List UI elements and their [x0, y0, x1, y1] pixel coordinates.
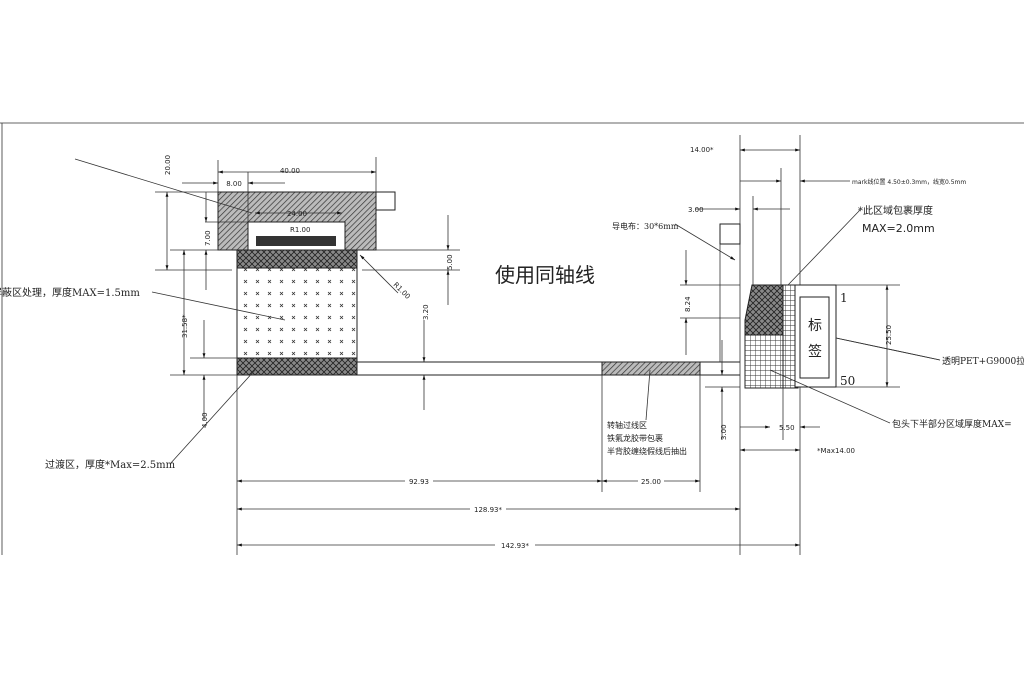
dim-128-93: 128.93* [474, 506, 502, 514]
cable-note-1: 转轴过线区 [607, 420, 647, 430]
pin-50: 50 [840, 374, 855, 388]
dim-7: 7.00 [204, 230, 212, 246]
dim-3: 3.00 [688, 206, 704, 214]
dim-14: 14.00* [690, 146, 714, 154]
dim-40: 40.00 [280, 167, 300, 175]
dim-25: 25.00 [641, 478, 661, 486]
dim-5-5: 5.50 [779, 424, 795, 432]
note-wrap-top-2: MAX=2.0mm [862, 222, 935, 235]
cable-note-3: 半背胶缠绕假线后抽出 [607, 446, 687, 456]
note-transition: 过渡区，厚度*Max=2.5mm [45, 458, 176, 471]
dim-142-93: 142.93* [501, 542, 529, 550]
dim-20: 20.00 [164, 155, 172, 175]
cable-note-2: 铁氟龙胶带包裹 [607, 433, 663, 443]
label-char-2: 签 [808, 343, 822, 360]
leader-transition [169, 369, 256, 465]
note-wrap-top-1: *此区域包裹厚度 [858, 204, 933, 217]
dim-92-93: 92.93 [409, 478, 429, 486]
drawing-title: 使用同轴线 [495, 263, 595, 287]
dim-max14: *Max14.00 [817, 447, 855, 455]
dim-8: 8.00 [226, 180, 242, 188]
dim-3b: 3.00 [720, 424, 728, 440]
note-conductive: 导电布：30*6mm [612, 221, 679, 231]
dim-5: 5.00 [446, 254, 454, 270]
length-dimensions [236, 375, 800, 555]
dim-31-58: 31.58* [181, 314, 189, 338]
label-char-1: 标 [808, 318, 822, 334]
note-shield: 屏蔽区处理，厚度MAX=1.5mm [0, 286, 140, 299]
dim-3-2: 3.20 [422, 304, 430, 320]
dim-chip: R1.00 [290, 226, 310, 234]
cable-head [674, 135, 941, 555]
mark-note: mark线位置 4.50±0.3mm，线宽0.5mm [852, 178, 966, 186]
cable [357, 361, 740, 421]
pin-1: 1 [840, 291, 848, 305]
dim-r1: R1.00 [392, 281, 412, 301]
dim-8-24: 8.24 [684, 296, 692, 312]
dim-4: 4.00 [201, 412, 209, 428]
leader-shield [151, 291, 286, 321]
dim-24: 24.00 [287, 210, 307, 218]
connector-dimensions [74, 157, 460, 420]
connector [217, 191, 396, 376]
note-pet: 透明PET+G9000拉手 [942, 355, 1024, 367]
note-wrap-bottom: 包头下半部分区域厚度MAX= [892, 418, 1012, 430]
dim-25-5: 25.50 [885, 325, 893, 345]
